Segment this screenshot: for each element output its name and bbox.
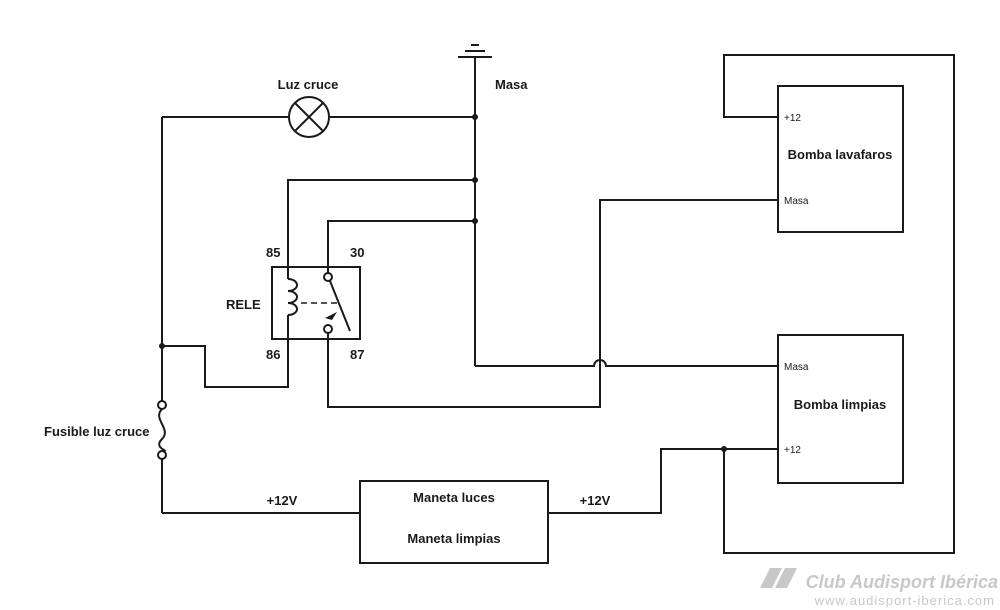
- limpias-plus12-label: +12: [784, 445, 801, 456]
- pin87-label: 87: [350, 347, 364, 362]
- watermark-brand: Club Audisport Ibérica: [806, 572, 998, 592]
- pin85-wire: [287, 179, 475, 267]
- limpias-masa-label: Masa: [784, 362, 809, 373]
- watermark-logo: [760, 568, 797, 588]
- ground-symbol: [458, 44, 492, 58]
- v12-right-label: +12V: [580, 493, 611, 508]
- fuse-label: Fusible luz cruce: [44, 424, 149, 439]
- bomba-lavafaros-box: [777, 85, 904, 233]
- lavafaros-plus12-label: +12: [784, 113, 801, 124]
- pin30-label: 30: [350, 245, 364, 260]
- pin86-label: 86: [266, 347, 280, 362]
- bomba-lavafaros-label: Bomba lavafaros: [788, 147, 893, 162]
- relay-coil-icon: [287, 267, 298, 339]
- lamp-icon: [288, 96, 330, 138]
- lavafaros-plus12-wire: [723, 54, 955, 554]
- maneta-box: [359, 480, 549, 564]
- relay-box: [271, 266, 361, 340]
- relay-label: RELE: [226, 297, 261, 312]
- v12-right-wire: [548, 448, 778, 514]
- bomba-limpias-box: [777, 334, 904, 484]
- maneta-limpias-label: Maneta limpias: [407, 531, 500, 546]
- fuse-icon: [157, 400, 167, 460]
- limpias-masa-wire: [475, 359, 778, 367]
- pin85-label: 85: [266, 245, 280, 260]
- pin86-wire: [162, 339, 289, 388]
- junction-dots: [159, 114, 727, 452]
- bomba-limpias-label: Bomba limpias: [794, 397, 886, 412]
- lavafaros-masa-label: Masa: [784, 196, 809, 207]
- lamp-label: Luz cruce: [278, 77, 339, 92]
- relay-switch-icon: [323, 267, 351, 339]
- pin30-wire: [327, 220, 475, 267]
- watermark-url: www.audisport-iberica.com: [814, 593, 995, 608]
- maneta-luces-label: Maneta luces: [413, 490, 495, 505]
- ground-label: Masa: [495, 77, 528, 92]
- pin87-wire: [327, 199, 778, 408]
- v12-left-label: +12V: [267, 493, 298, 508]
